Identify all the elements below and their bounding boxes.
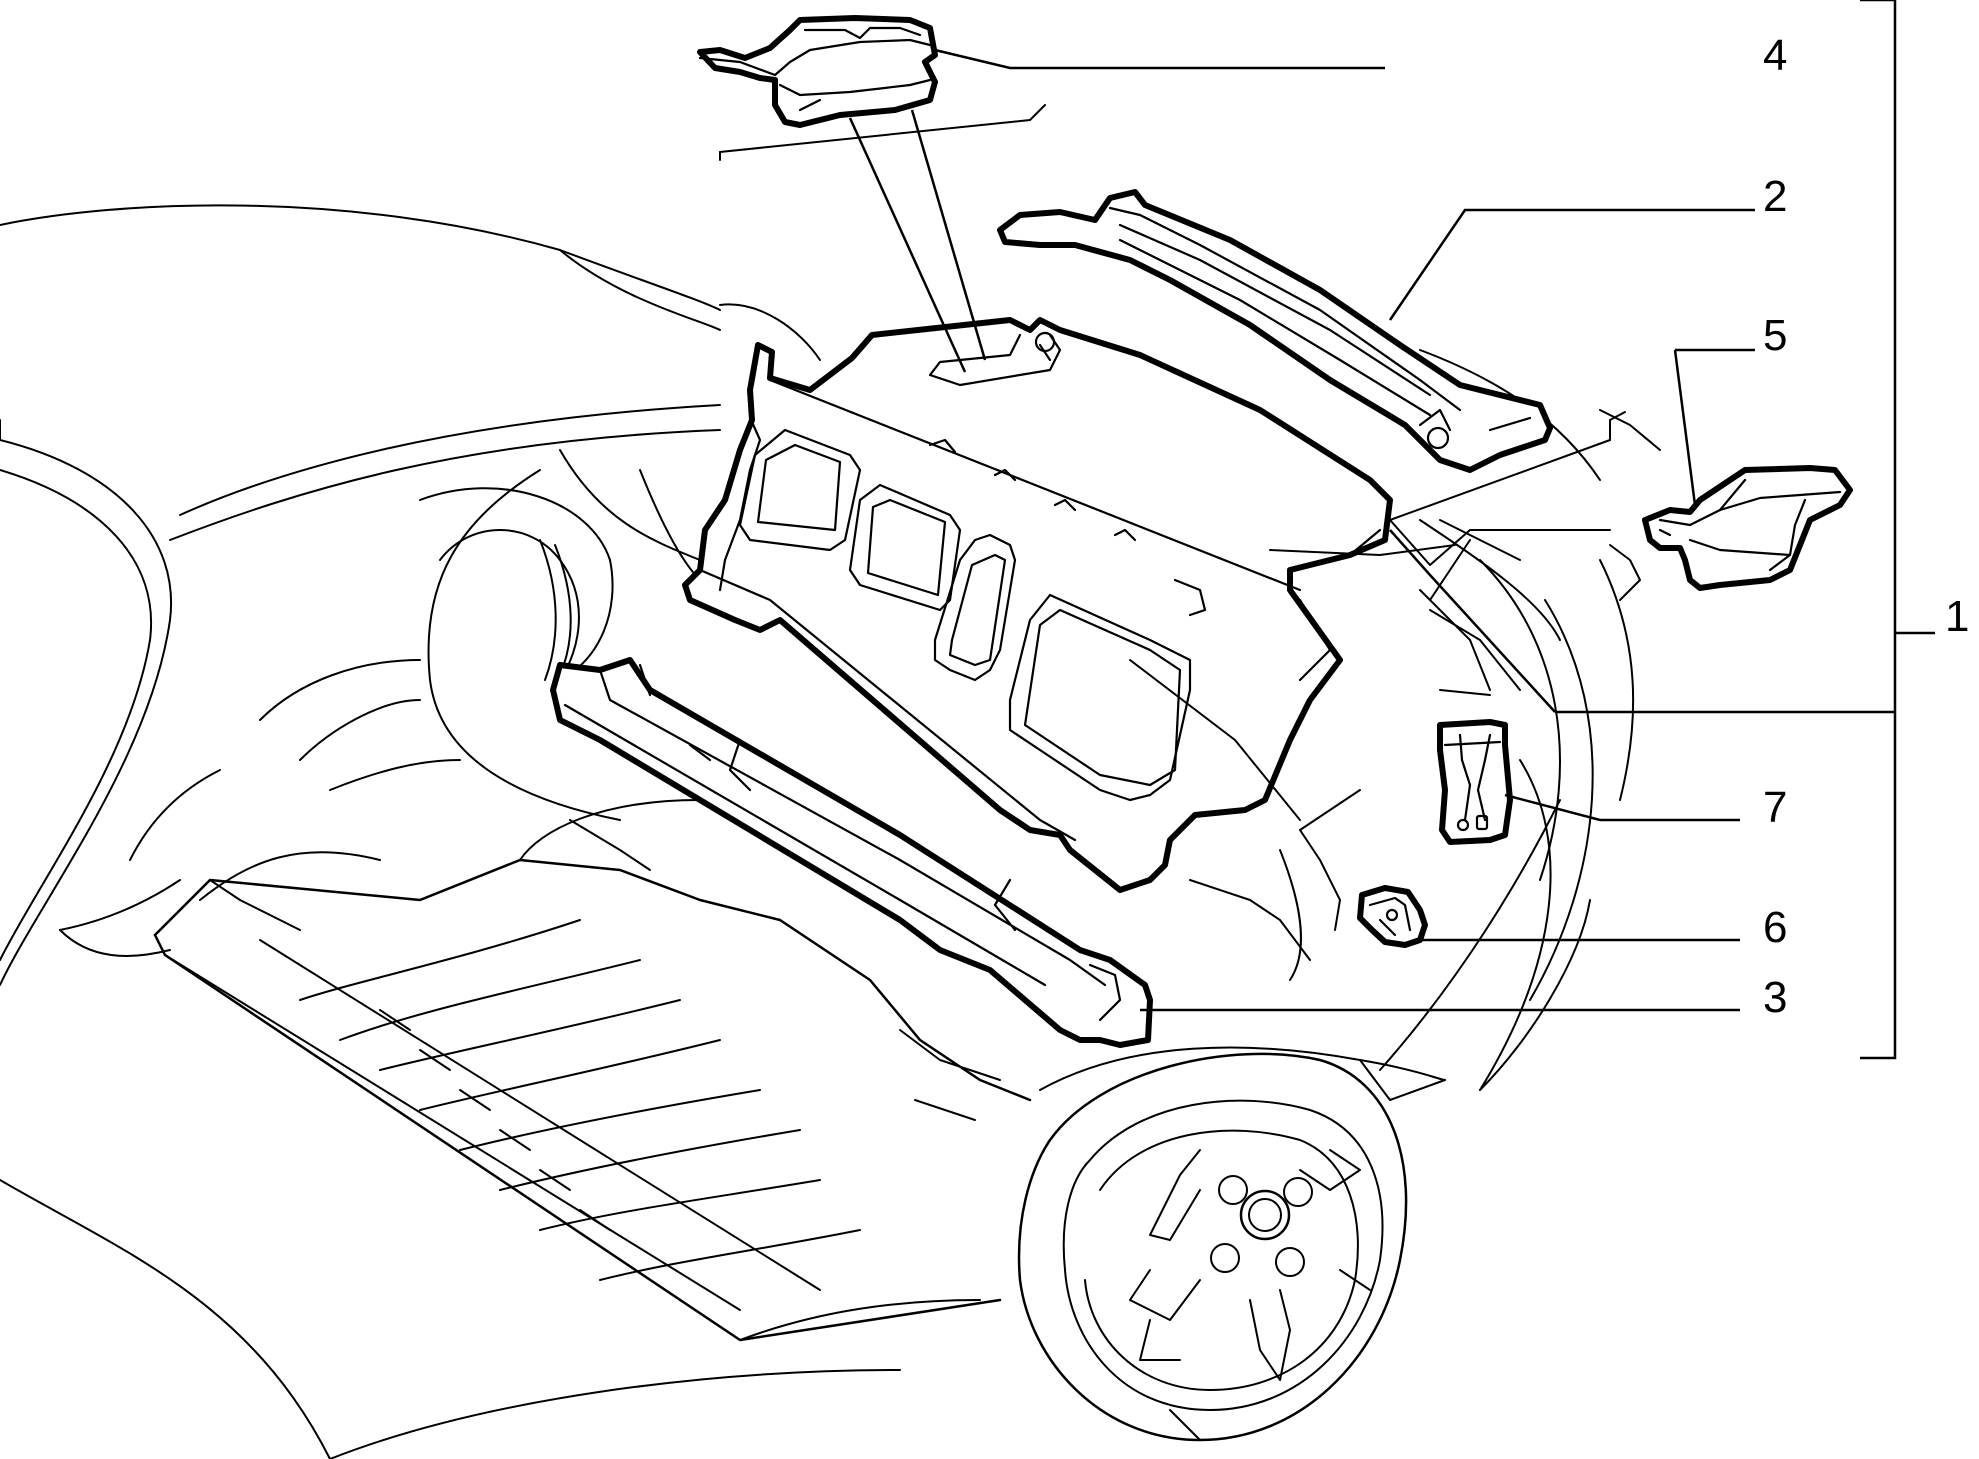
rear-wheel xyxy=(1017,1052,1408,1442)
callout-5: 5 xyxy=(1763,311,1787,360)
leader-lines xyxy=(719,0,1935,1060)
part-small-clip xyxy=(1357,885,1428,948)
callout-2: 2 xyxy=(1763,172,1787,221)
part-upper-crossmember xyxy=(997,189,1553,473)
callout-6: 6 xyxy=(1763,903,1787,952)
callout-labels: 4 2 5 1 7 6 3 xyxy=(1763,31,1969,1022)
part-left-bracket xyxy=(697,15,938,128)
callout-1: 1 xyxy=(1945,592,1969,641)
car-body-outline xyxy=(0,204,1661,1459)
callout-3: 3 xyxy=(1763,973,1787,1022)
callout-4: 4 xyxy=(1763,31,1787,80)
callout-7: 7 xyxy=(1763,783,1787,832)
part-rear-bulkhead-panel xyxy=(682,317,1393,893)
part-lower-crossmember xyxy=(550,657,1153,1048)
part-reinforcement-plate xyxy=(1437,719,1513,845)
part-right-bracket xyxy=(1642,465,1853,591)
